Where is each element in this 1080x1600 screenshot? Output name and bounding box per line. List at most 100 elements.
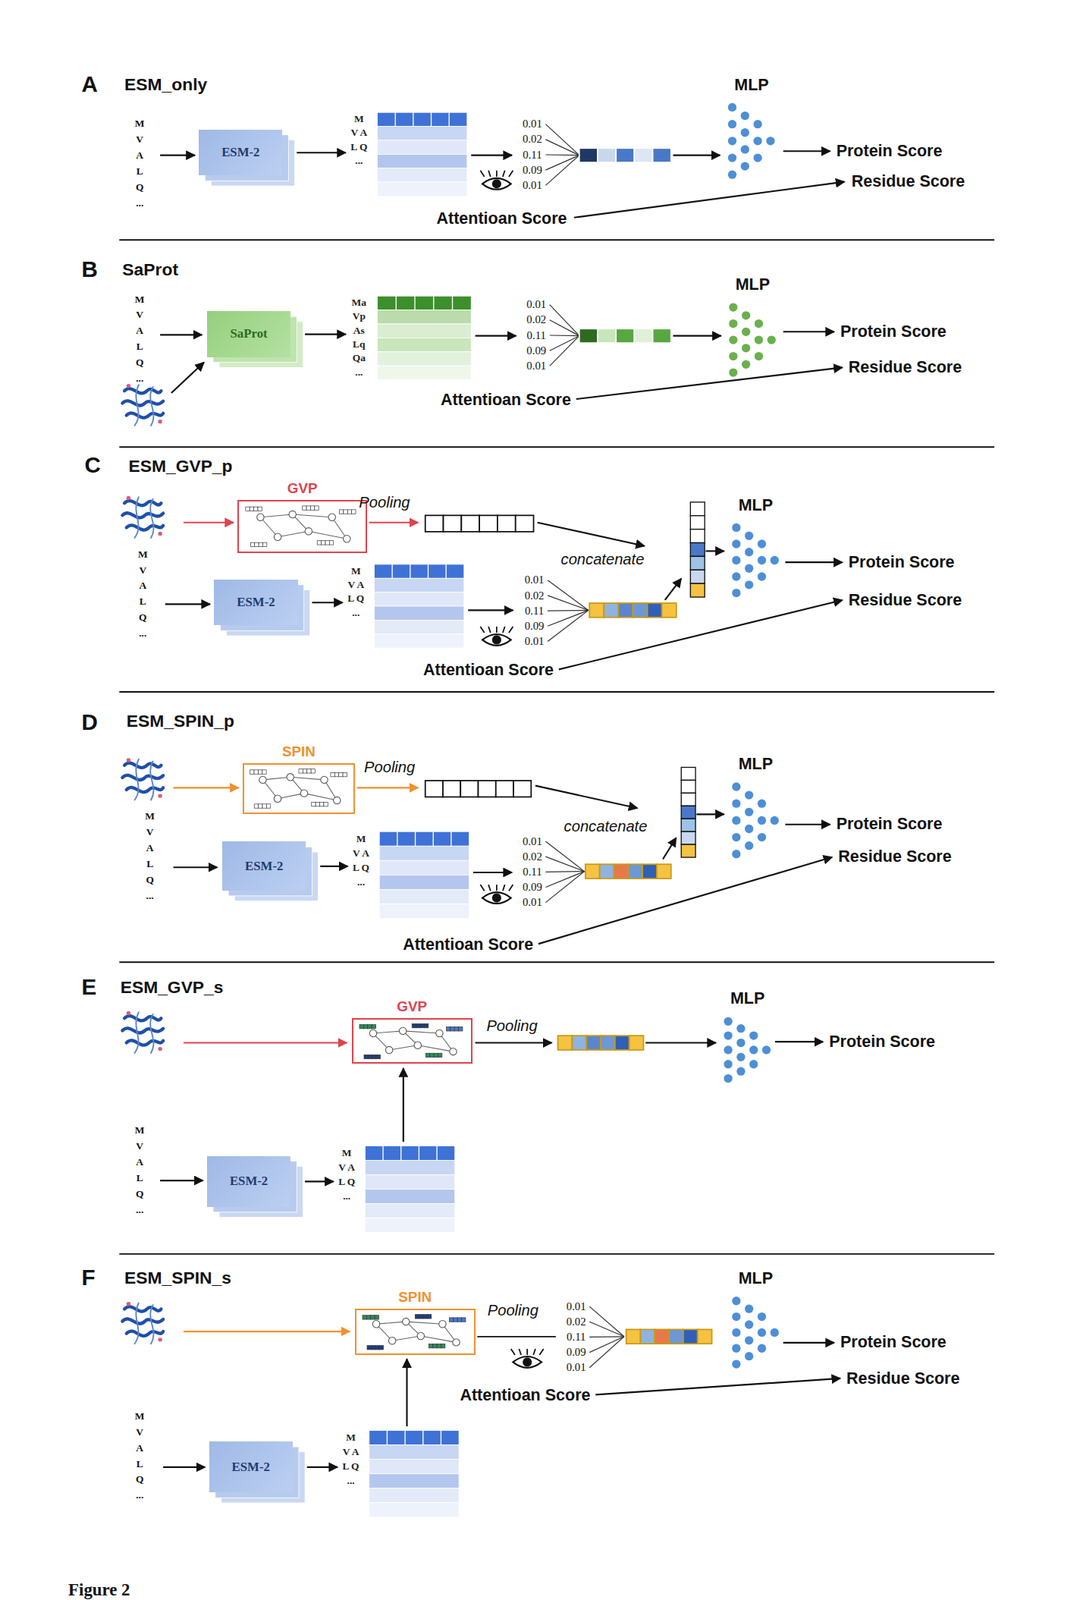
neuron bbox=[731, 1312, 741, 1321]
panel-letter: A bbox=[81, 71, 98, 98]
neuron bbox=[728, 302, 738, 311]
neuron bbox=[749, 1045, 758, 1054]
vector-cell bbox=[442, 780, 461, 798]
feature-cell bbox=[416, 1023, 421, 1027]
protein-ribbon bbox=[124, 762, 161, 768]
eye-icon bbox=[482, 891, 512, 904]
fan-line bbox=[545, 871, 584, 903]
eye-lash bbox=[526, 1348, 528, 1355]
graph-edge bbox=[417, 1045, 454, 1052]
graph-edge bbox=[392, 1335, 421, 1341]
neuron bbox=[744, 790, 754, 799]
feature-cell bbox=[453, 1317, 458, 1322]
feature-cell bbox=[323, 801, 328, 806]
encoder-box: ESM-2 bbox=[207, 1155, 291, 1207]
pooling-line bbox=[477, 1335, 556, 1338]
matrix-row bbox=[379, 860, 469, 875]
flow-arrow bbox=[160, 333, 202, 336]
neuron bbox=[741, 310, 751, 320]
matrix-grid bbox=[450, 831, 452, 846]
neuron bbox=[728, 103, 737, 112]
sequence-letters: M V A L Q ... bbox=[132, 1408, 148, 1504]
mlp-block: MLP bbox=[722, 1015, 773, 1084]
fan-line bbox=[547, 609, 589, 626]
embedding-matrix: M V A L Q ... bbox=[341, 1429, 459, 1517]
neuron bbox=[731, 1296, 741, 1305]
neuron bbox=[741, 327, 751, 336]
eye-lash bbox=[502, 170, 506, 177]
flow-arrow bbox=[538, 857, 832, 944]
neuron bbox=[731, 588, 741, 597]
protein-structure bbox=[122, 383, 164, 426]
feature-cell bbox=[419, 1314, 424, 1319]
vector-cell bbox=[697, 1328, 713, 1344]
matrix-row bbox=[364, 1203, 455, 1219]
attention-caption: Attentioan Score bbox=[436, 209, 568, 229]
sequence-letters: M V A L Q ... bbox=[142, 808, 157, 904]
protein-structure bbox=[122, 1010, 164, 1053]
encoder-heading: GVP bbox=[353, 998, 471, 1015]
connector bbox=[311, 601, 343, 603]
vector-cell bbox=[579, 147, 598, 163]
graph-edge bbox=[373, 1030, 403, 1033]
row-letters: M V A L Q ... bbox=[341, 1429, 360, 1488]
graph-node bbox=[304, 527, 312, 535]
connector bbox=[402, 1067, 405, 1142]
eye-lash bbox=[518, 1348, 522, 1355]
panel-letter: E bbox=[81, 973, 98, 1000]
vector-cell bbox=[690, 502, 705, 516]
feature-cell bbox=[321, 540, 326, 545]
matrix-grid bbox=[414, 295, 415, 310]
flow-arrow bbox=[672, 154, 720, 157]
encoder-box: ESM-2 bbox=[213, 579, 298, 626]
feature-cell bbox=[372, 1054, 377, 1059]
eye-lash bbox=[496, 626, 498, 633]
mlp-block: MLP bbox=[727, 301, 779, 378]
graph-node bbox=[320, 775, 328, 783]
connector bbox=[296, 151, 346, 154]
attention-caption: Attentioan Score bbox=[423, 660, 554, 680]
encoder-box: ESM-2 bbox=[209, 1441, 293, 1492]
vector-cell bbox=[589, 602, 604, 618]
neuron bbox=[740, 144, 750, 154]
vector-cell bbox=[460, 780, 478, 798]
encoder-name: ESM-2 bbox=[244, 858, 283, 874]
graph-encoder-box: SPIN bbox=[354, 1308, 476, 1355]
neuron bbox=[753, 153, 762, 162]
graph-background bbox=[354, 1020, 470, 1061]
matrix-row bbox=[369, 1459, 459, 1474]
encoder-box: ESM-2 bbox=[222, 841, 306, 891]
matrix-grid bbox=[412, 112, 414, 126]
vector-cell bbox=[478, 780, 497, 798]
matrix-row bbox=[377, 365, 472, 380]
feature-cell bbox=[258, 542, 263, 547]
eye-lash bbox=[480, 170, 484, 177]
fan-line bbox=[545, 155, 579, 170]
vector-cell bbox=[634, 328, 653, 343]
neuron bbox=[731, 849, 741, 858]
flow-arrow bbox=[473, 871, 512, 873]
output-label: Protein Score bbox=[828, 1032, 936, 1052]
neuron bbox=[731, 799, 741, 808]
encoder-name: SaProt bbox=[230, 326, 268, 342]
graph-node bbox=[452, 1338, 460, 1346]
flow-arrow bbox=[665, 578, 682, 600]
neuron bbox=[740, 128, 750, 137]
vector-cell bbox=[627, 863, 643, 879]
feature-cell bbox=[330, 772, 335, 776]
feature-cell bbox=[414, 1314, 419, 1319]
fan-line bbox=[589, 1336, 625, 1368]
graph-edge bbox=[277, 793, 305, 799]
feature-cell bbox=[425, 1052, 430, 1057]
graph-node bbox=[385, 1045, 393, 1053]
graph-node bbox=[388, 1337, 396, 1344]
neuron bbox=[731, 571, 741, 581]
neuron bbox=[753, 119, 762, 129]
eye-lash bbox=[508, 626, 513, 633]
eye-lash bbox=[488, 170, 491, 177]
attention-caption: Attentioan Score bbox=[459, 1385, 591, 1405]
flow-arrow bbox=[662, 837, 676, 859]
matrix-row bbox=[373, 619, 464, 634]
